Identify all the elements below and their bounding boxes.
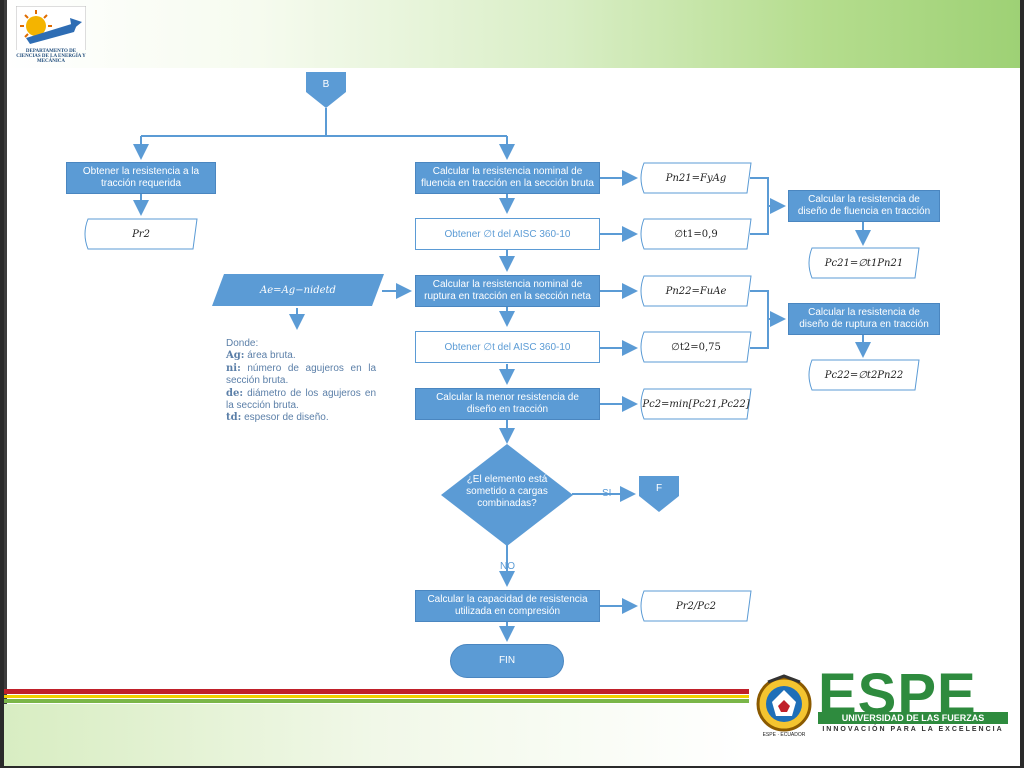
- output-ratio: Pr2/𝑃𝑐2: [640, 590, 752, 622]
- note-de-key: de:: [226, 387, 244, 399]
- slide-edge: [4, 0, 7, 766]
- output-pn22-label: 𝑃𝑛22=𝐹𝑢𝐴𝑒: [665, 285, 727, 297]
- output-pn21-label: 𝑃𝑛21=𝐹𝑦𝐴𝑔: [665, 172, 727, 184]
- espe-seal-icon: [756, 674, 812, 732]
- espe-seal: ESPE · ECUADOR: [752, 670, 816, 744]
- output-ratio-label: Pr2/𝑃𝑐2: [676, 600, 716, 612]
- output-pc21-label: 𝑃𝑐21=∅t1𝑃𝑛21: [824, 257, 904, 269]
- university-motto: INNOVACIÓN PARA LA EXCELENCIA: [822, 726, 1004, 733]
- process-min-design: Calcular la menor resistencia de diseño …: [415, 388, 600, 420]
- header-band: [4, 0, 1020, 68]
- offpage-connector-b: B: [306, 72, 346, 110]
- output-pc2: 𝑃𝑐2=min[𝑃𝑐21,𝑃𝑐22]: [640, 388, 752, 420]
- footer-band: ESPE · ECUADOR ESPE UNIVERSIDAD DE LAS F…: [4, 666, 1020, 766]
- notes-intro: Donde:: [226, 338, 259, 349]
- department-logo: DEPARTAMENTO DE CIENCIAS DE LA ENERGÍA Y…: [15, 5, 87, 67]
- note-ag: Ag: área bruta.: [226, 350, 376, 362]
- process-design-rupture: Calcular la resistencia de diseño de rup…: [788, 303, 940, 335]
- output-pc22-label: 𝑃𝑐22=∅t2𝑃𝑛22: [824, 369, 904, 381]
- note-td: td: espesor de diseño.: [226, 412, 376, 424]
- department-logo-text: DEPARTAMENTO DE CIENCIAS DE LA ENERGÍA Y…: [16, 49, 86, 64]
- output-pr2-label: Pr2: [132, 228, 150, 240]
- output-phi-t2: ∅t2=0,75: [640, 331, 752, 363]
- decision-combined-loads: ¿El elemento está sometido a cargas comb…: [441, 444, 573, 546]
- process-phi-yield: Obtener ∅t del AISC 360-10: [415, 218, 600, 250]
- flow-connectors: [133, 108, 871, 642]
- output-pr2: Pr2: [84, 218, 198, 250]
- slide: DEPARTAMENTO DE CIENCIAS DE LA ENERGÍA Y…: [4, 0, 1020, 766]
- note-de: de: diámetro de los agujeros en la secci…: [226, 388, 376, 413]
- connector-f-label: F: [655, 483, 663, 494]
- university-name: UNIVERSIDAD DE LAS FUERZAS ARMADAS: [818, 712, 1008, 735]
- note-ni-key: ni:: [226, 362, 241, 374]
- decision-question: ¿El elemento está sometido a cargas comb…: [466, 474, 548, 509]
- terminal-fin: FIN: [450, 644, 564, 678]
- note-ag-key: Ag:: [226, 350, 245, 362]
- process-design-yield: Calcular la resistencia de diseño de flu…: [788, 190, 940, 222]
- output-phi-t2-label: ∅t2=0,75: [671, 341, 721, 353]
- output-pn21: 𝑃𝑛21=𝐹𝑦𝐴𝑔: [640, 162, 752, 194]
- decision-yes-label: SI: [602, 488, 612, 499]
- connector-b-label: B: [322, 79, 330, 90]
- input-ae-formula-label: 𝐴𝑒=𝐴𝑔−𝑛𝑖𝑑𝑒𝑡𝑑: [260, 284, 336, 296]
- footer-stripes: [4, 689, 749, 766]
- output-pc21: 𝑃𝑐21=∅t1𝑃𝑛21: [808, 247, 920, 279]
- output-pc22: 𝑃𝑐22=∅t2𝑃𝑛22: [808, 359, 920, 391]
- output-pn22: 𝑃𝑛22=𝐹𝑢𝐴𝑒: [640, 275, 752, 307]
- offpage-connector-f: F: [639, 476, 679, 514]
- process-phi-rupture: Obtener ∅t del AISC 360-10: [415, 331, 600, 363]
- output-phi-t1-label: ∅t1=0,9: [674, 228, 718, 240]
- process-compression-capacity: Calcular la capacidad de resistencia uti…: [415, 590, 600, 622]
- notes-legend: Donde: Ag: área bruta. ni: número de agu…: [226, 338, 376, 425]
- decision-no-label: NO: [500, 561, 515, 572]
- output-pc2-label: 𝑃𝑐2=min[𝑃𝑐21,𝑃𝑐22]: [642, 398, 750, 410]
- process-tension-required: Obtener la resistencia a la tracción req…: [66, 162, 216, 194]
- note-ag-text: área bruta.: [244, 350, 296, 362]
- espe-seal-text: ESPE · ECUADOR: [762, 732, 806, 738]
- note-ni-text: número de agujeros en la sección bruta.: [226, 362, 376, 387]
- note-de-text: diámetro de los agujeros en la sección b…: [226, 387, 376, 412]
- process-nominal-rupture: Calcular la resistencia nominal de ruptu…: [415, 275, 600, 307]
- process-nominal-yield: Calcular la resistencia nominal de fluen…: [415, 162, 600, 194]
- output-phi-t1: ∅t1=0,9: [640, 218, 752, 250]
- note-td-text: espesor de diseño.: [241, 412, 329, 424]
- input-ae-formula: 𝐴𝑒=𝐴𝑔−𝑛𝑖𝑑𝑒𝑡𝑑: [212, 274, 384, 306]
- note-ni: ni: número de agujeros en la sección bru…: [226, 363, 376, 388]
- note-td-key: td:: [226, 412, 242, 424]
